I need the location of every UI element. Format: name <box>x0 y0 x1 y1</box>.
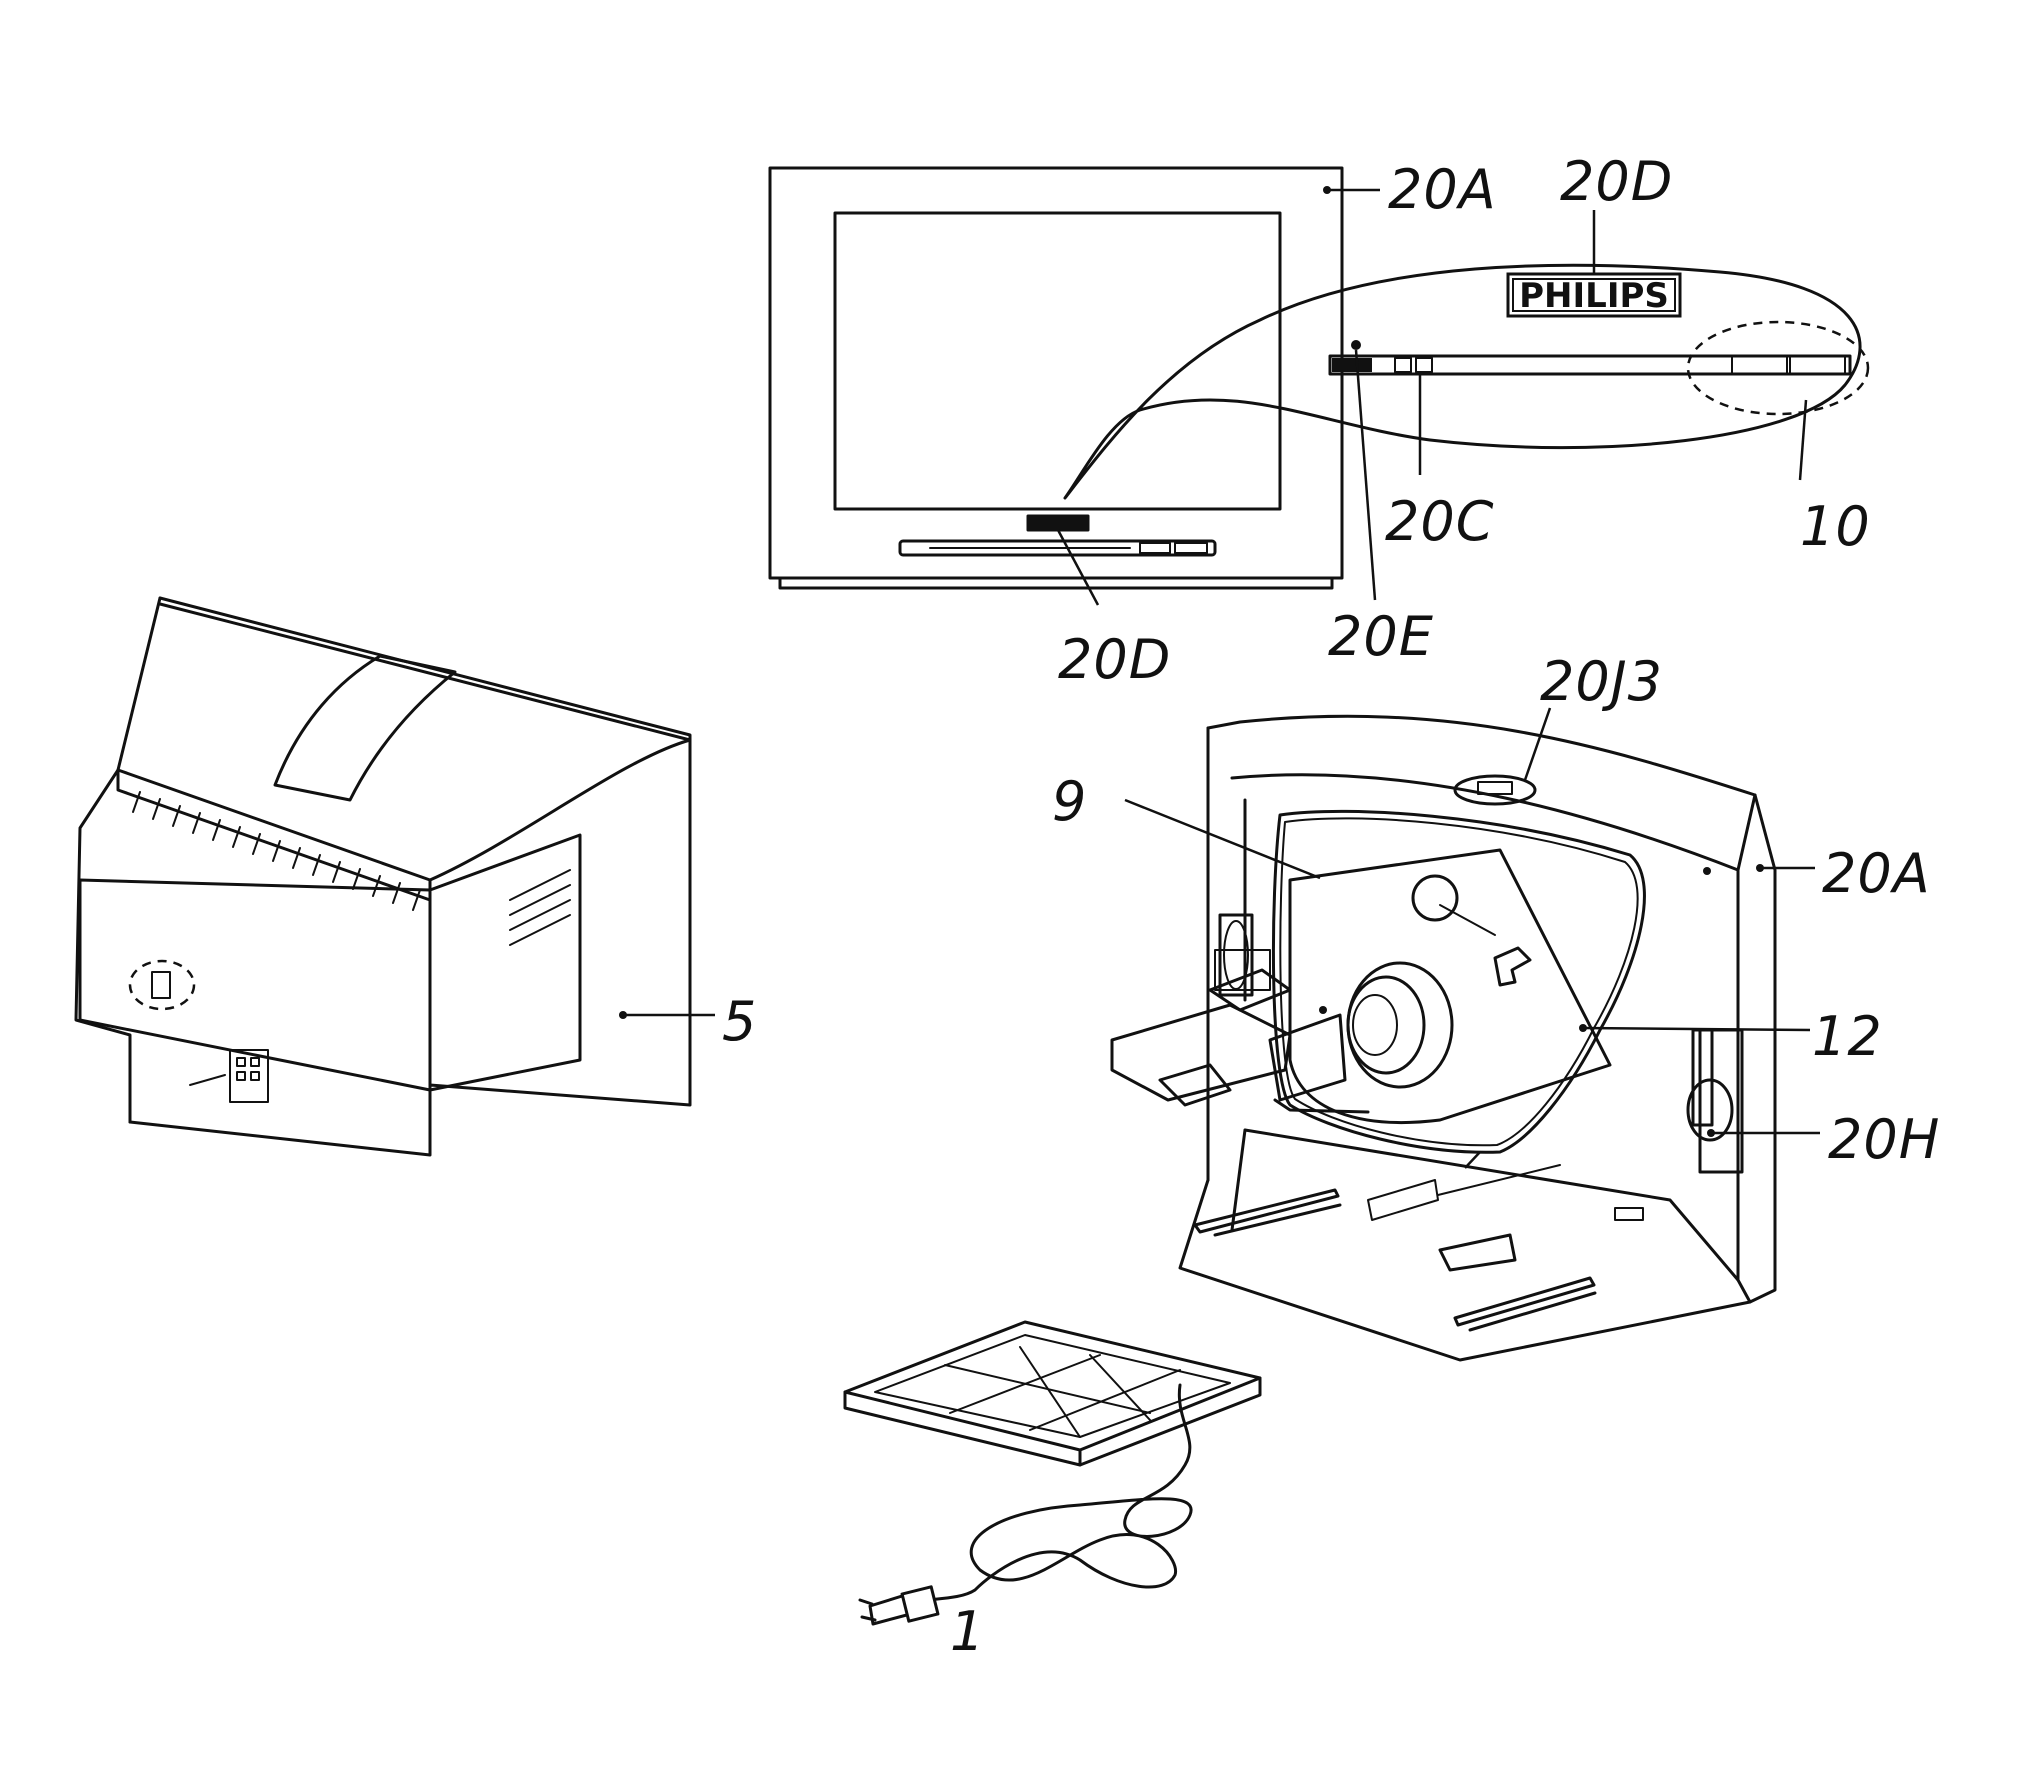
callout-20J3: 20J3 <box>1540 650 1663 713</box>
callout-12: 12 <box>1812 1005 1883 1068</box>
callout-labels: 20A 20D 20C 10 20D 20E 20J3 9 20A 5 12 2… <box>722 150 1940 1663</box>
callout-20D-bottom: 20D <box>1058 628 1171 691</box>
callout-20D-top: 20D <box>1560 150 1673 213</box>
dashed-highlight-buttons <box>1686 320 1870 416</box>
power-cord <box>858 1383 1193 1626</box>
magnified-control-panel: PHILIPS <box>1063 263 1870 500</box>
callout-20A-top: 20A <box>1388 158 1497 221</box>
tv-front-cabinet-open <box>1110 714 1777 1362</box>
callout-10: 10 <box>1800 495 1871 558</box>
leader-lines <box>623 188 1820 1169</box>
callout-20E: 20E <box>1328 605 1434 668</box>
philips-logo-text: PHILIPS <box>1519 276 1669 316</box>
back-grille-panel <box>843 1320 1262 1467</box>
callout-9: 9 <box>1052 770 1087 833</box>
philips-logo: PHILIPS <box>1506 272 1682 318</box>
tv-rear-view <box>74 596 692 1157</box>
callout-1: 1 <box>950 1600 985 1663</box>
callout-20C: 20C <box>1385 490 1494 553</box>
callout-20H: 20H <box>1828 1108 1940 1171</box>
callout-5: 5 <box>722 990 757 1053</box>
vent-slots <box>132 791 421 911</box>
callout-20A-right: 20A <box>1822 842 1931 905</box>
tv-front-view <box>768 166 1344 590</box>
